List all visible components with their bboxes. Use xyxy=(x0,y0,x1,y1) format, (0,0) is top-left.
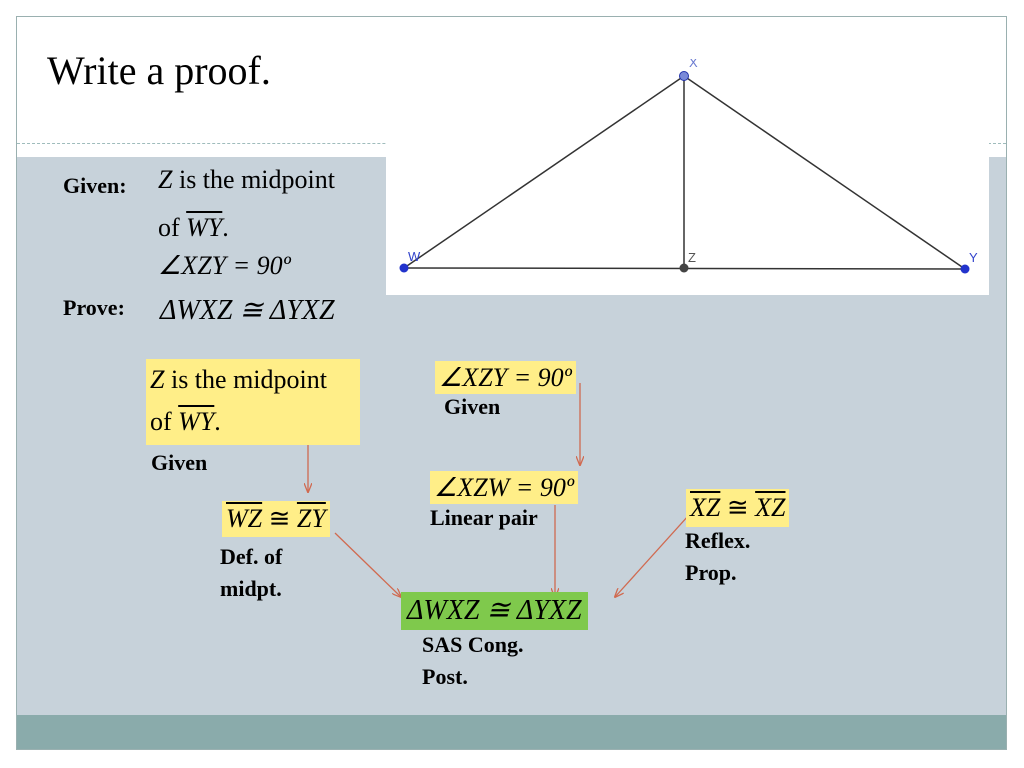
flow-box-wz-zy: WZ ≅ ZY xyxy=(222,501,330,537)
flow-box-right-angle: ∠XZY = 90º xyxy=(435,361,576,394)
flow-reflexive-reason: Reflex. Prop. xyxy=(685,525,750,589)
given-of-text: of xyxy=(158,213,187,242)
flow-midpoint-of: of xyxy=(150,407,179,436)
flow-seg-xz-1: XZ xyxy=(690,493,721,522)
prove-label: Prove: xyxy=(63,295,125,320)
given-segment-wy: WY xyxy=(186,213,223,242)
flow-wz-zy-reason: Def. of midpt. xyxy=(220,541,282,605)
flow-linear-pair-reason: Linear pair xyxy=(430,505,538,530)
flow-wz-zy-reason-line-2: midpt. xyxy=(220,576,282,601)
given-midpoint-text: is the midpoint xyxy=(172,165,335,194)
flow-box-conclusion: ΔWXZ ≅ ΔYXZ xyxy=(401,592,588,630)
flow-box-linear-pair: ∠XZW = 90º xyxy=(430,471,578,504)
flow-right-angle-reason: Given xyxy=(444,394,501,419)
flow-midpoint-period: . xyxy=(214,407,221,436)
given-period: . xyxy=(222,213,229,242)
slide-title: Write a proof. xyxy=(47,48,271,93)
flow-conclusion-reason-line-1: SAS Cong. xyxy=(422,632,524,657)
given-line-1: Z is the midpoint xyxy=(158,165,335,195)
flow-midpoint-seg: WY xyxy=(178,407,215,436)
flow-midpoint-var: Z xyxy=(150,365,165,394)
given-line-2: of WY. xyxy=(158,213,229,243)
flow-midpoint-line-2: of WY. xyxy=(150,401,356,443)
flow-midpoint-text: is the midpoint xyxy=(164,365,327,394)
triangle-figure: X W Z Y xyxy=(386,59,989,295)
flow-seg-zy: ZY xyxy=(296,504,326,533)
given-angle-xzy: ∠XZY = 90º xyxy=(158,251,291,280)
flow-box-midpoint: Z is the midpoint of WY. xyxy=(146,359,360,445)
label-y: Y xyxy=(969,250,978,265)
flow-box-reflexive: XZ ≅ XZ xyxy=(686,489,790,527)
flow-conclusion-reason: SAS Cong. Post. xyxy=(422,629,523,693)
slide: Write a proof. Given: Z is the midpoint … xyxy=(16,16,1007,750)
point-z xyxy=(679,263,689,273)
label-x: X xyxy=(689,59,698,70)
flow-conclusion-reason-line-2: Post. xyxy=(422,664,468,689)
label-w: W xyxy=(408,249,421,264)
flow-reflexive-reason-line-1: Reflex. xyxy=(685,528,751,553)
flow-reflexive-reason-line-2: Prop. xyxy=(685,560,737,585)
segment-wx xyxy=(403,75,685,269)
triangle-svg: X W Z Y xyxy=(399,59,978,274)
prove-statement: ΔWXZ ≅ ΔYXZ xyxy=(160,295,335,326)
arrow-wz-to-conclusion xyxy=(334,532,401,597)
point-x xyxy=(679,71,689,81)
point-w xyxy=(399,263,409,273)
footer-band xyxy=(17,715,1006,749)
flow-reflexive-cong: ≅ xyxy=(720,493,756,522)
flow-midpoint-reason: Given xyxy=(151,450,208,475)
flow-cong-symbol: ≅ xyxy=(262,504,297,533)
flow-seg-xz-2: XZ xyxy=(755,493,786,522)
flow-midpoint-line-1: Z is the midpoint xyxy=(150,359,356,401)
segment-xy xyxy=(683,75,966,270)
point-y xyxy=(960,264,970,274)
given-label: Given: xyxy=(63,173,127,198)
given-var-z: Z xyxy=(158,165,173,194)
label-z: Z xyxy=(688,250,696,265)
flow-seg-wz: WZ xyxy=(226,504,263,533)
flow-wz-zy-reason-line-1: Def. of xyxy=(220,544,283,569)
